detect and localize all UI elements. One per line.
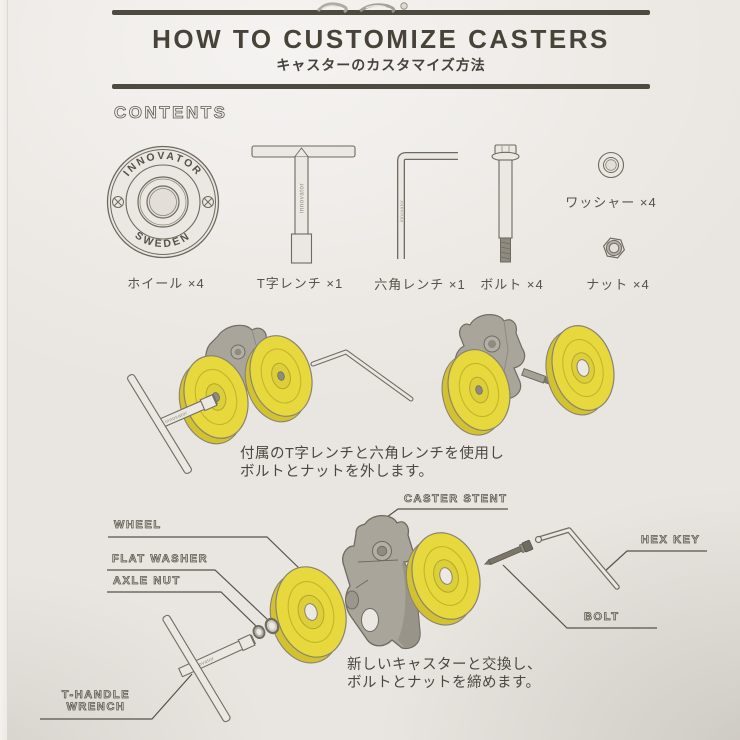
step2-caption: 新しいキャスターと交換し、 ボルトとナットを締めます。 <box>347 657 542 692</box>
step1-caption: 付属のT字レンチと六角レンチを使用し ボルトとナットを外します。 <box>240 446 504 481</box>
label-wheel-qty: ホイール ×4 <box>127 276 205 291</box>
page-subtitle-jp: キャスターのカスタマイズ方法 <box>276 57 486 73</box>
header-bottom-rule <box>112 84 650 89</box>
t-wrench-handle-shape <box>162 614 231 723</box>
wrench-engraving: innovator <box>300 183 306 213</box>
hexkey-engraving: innovator <box>399 200 404 222</box>
label-nut-qty: ナット ×4 <box>586 277 650 292</box>
callout-flat-washer: FLAT WASHER <box>112 553 209 566</box>
screw-icon <box>202 196 214 208</box>
caster-stent-shape <box>342 514 421 650</box>
wheel-shape <box>269 566 347 664</box>
callout-wheel: WHEEL <box>114 519 162 532</box>
callout-t-handle-line2: WRENCH <box>66 701 126 714</box>
callout-axle-nut: AXLE NUT <box>113 575 181 588</box>
axle-nut-shape <box>252 624 266 640</box>
step2-caption-line1: 新しいキャスターと交換し、 <box>347 657 542 673</box>
contents-wheel-icon: INNOVATOR SWEDEN <box>106 145 220 259</box>
wheel-shape <box>244 335 313 423</box>
bolt-shape <box>484 539 534 565</box>
wheel-shape <box>178 355 249 445</box>
wheel-shape <box>545 325 615 416</box>
contents-bolt-icon <box>491 144 520 263</box>
screw-icon <box>112 196 124 208</box>
hex-key-shape <box>534 527 620 590</box>
step1-illustration: innovator <box>127 314 615 475</box>
contents-hex-key-icon: innovator <box>397 152 458 259</box>
callout-bolt: BOLT <box>584 611 620 624</box>
t-wrench-handle-shape <box>127 373 192 475</box>
callout-t-handle-line1: T-HANDLE <box>61 689 131 702</box>
paper-edge <box>0 0 8 740</box>
contents-nut-icon <box>602 237 626 259</box>
top-rule <box>112 10 650 15</box>
step2-caption-line2: ボルトとナットを締めます。 <box>347 674 541 691</box>
wheel-shape <box>405 532 481 626</box>
step1-caption-line2: ボルトとナットを外します。 <box>240 463 434 480</box>
contents-washer-icon <box>597 151 625 179</box>
page-title: HOW TO CUSTOMIZE CASTERS <box>152 24 610 54</box>
callout-lines <box>40 508 707 720</box>
label-hex-key-qty: 六角レンチ ×1 <box>374 277 466 292</box>
callout-hex-key: HEX KEY <box>641 534 701 547</box>
wheel-shape <box>441 349 511 436</box>
hex-key-shape <box>310 349 414 402</box>
label-washer-qty: ワッシャー ×4 <box>565 195 657 210</box>
step1-caption-line1: 付属のT字レンチと六角レンチを使用し <box>240 446 505 462</box>
step2-illustration: innovator <box>40 508 707 723</box>
contents-heading: CONTENTS <box>114 103 228 123</box>
callout-caster-stent: CASTER STENT <box>404 493 508 506</box>
label-bolt-qty: ボルト ×4 <box>480 277 544 292</box>
contents-t-wrench-icon: innovator <box>251 145 356 264</box>
label-t-wrench-qty: T字レンチ ×1 <box>256 276 344 291</box>
flat-washer-shape <box>264 617 280 635</box>
zipper-clip-icon <box>316 2 408 14</box>
